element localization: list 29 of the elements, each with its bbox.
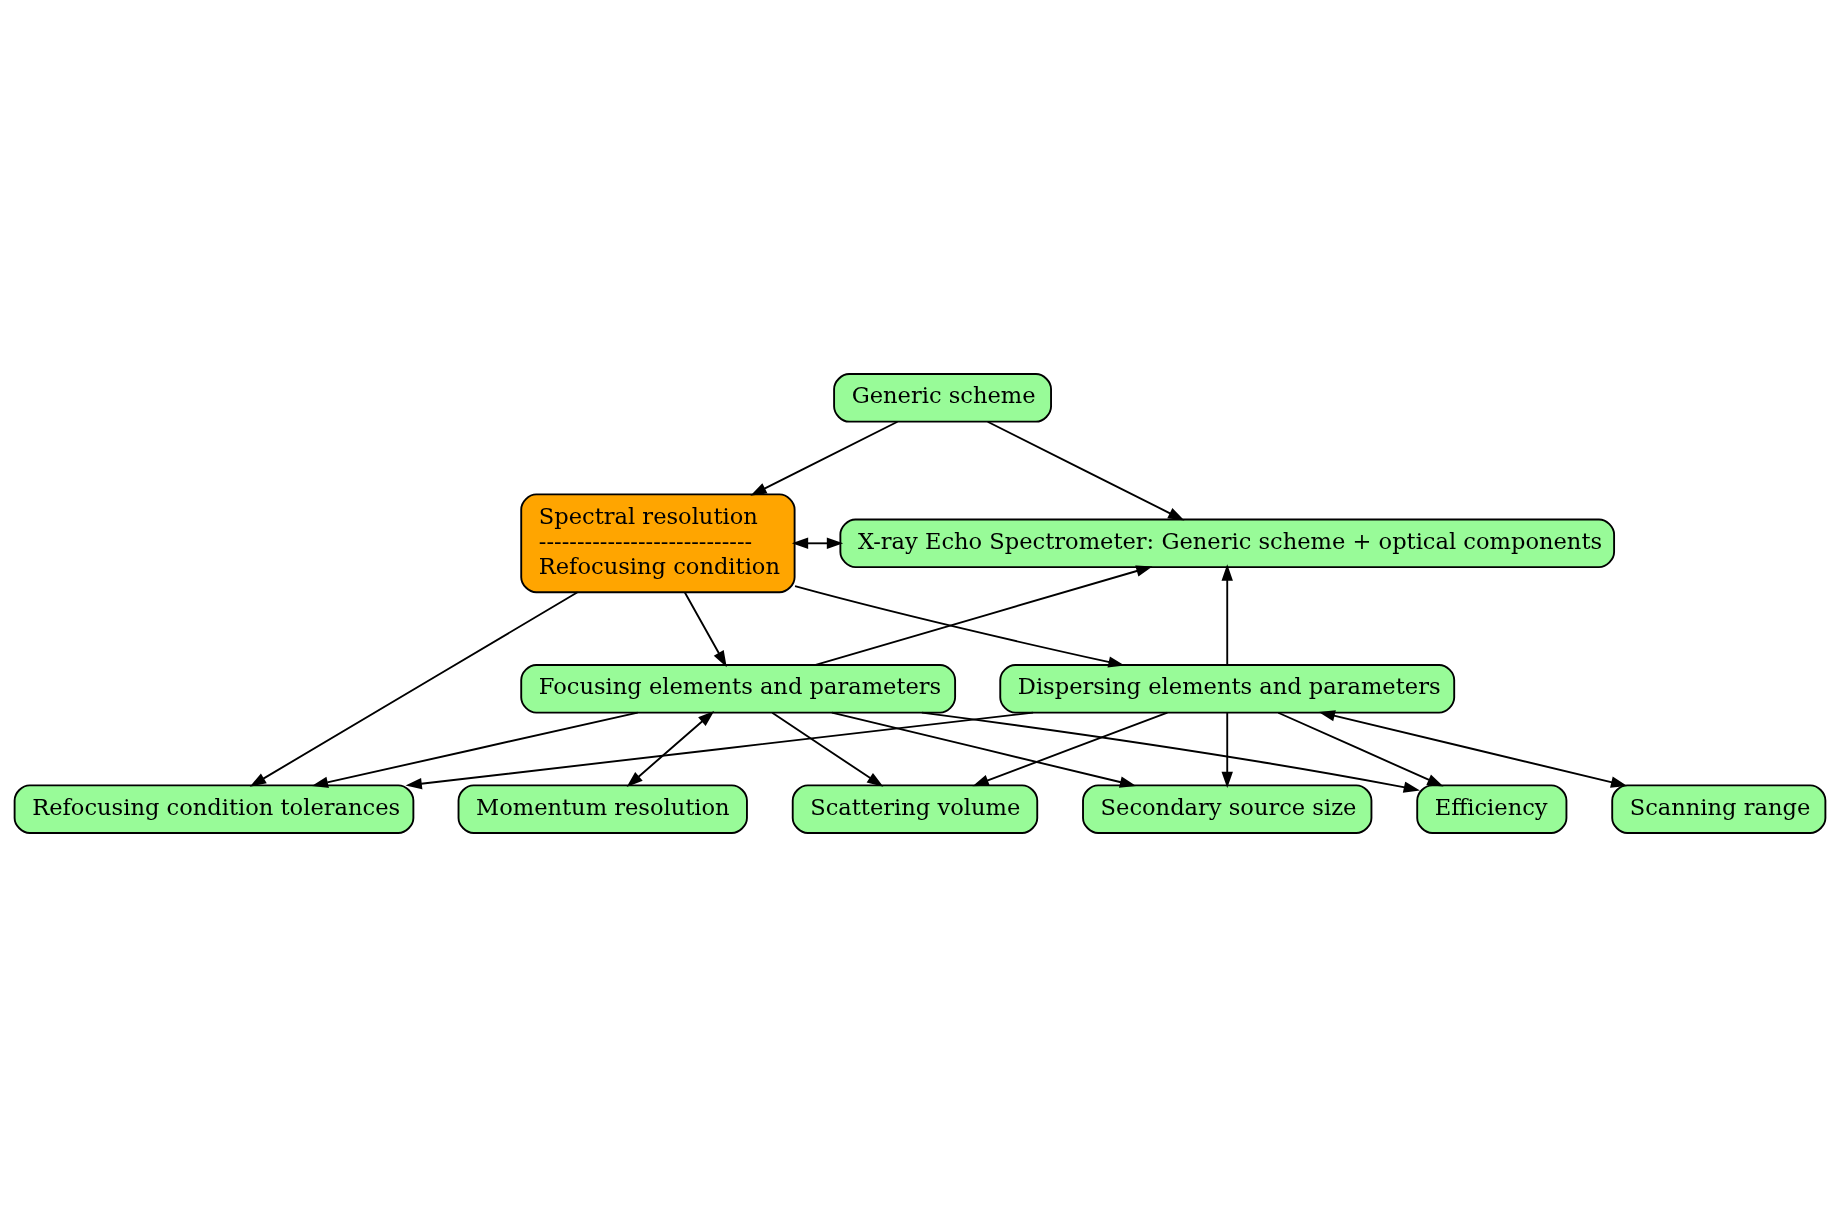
arrow	[626, 710, 715, 787]
arrow	[771, 711, 884, 787]
node-box: Refocusing condition tolerances	[13, 783, 415, 834]
arrow	[311, 711, 639, 788]
arrow	[986, 420, 1185, 521]
node-box: Efficiency	[1416, 783, 1568, 834]
arrow	[405, 711, 1034, 789]
arrow	[683, 591, 727, 667]
node-box: Focusing elements and parameters	[520, 663, 957, 714]
arrow	[1221, 563, 1233, 665]
node-box: Scattering volume	[791, 783, 1039, 834]
arrow	[249, 590, 579, 787]
node-box: X-ray Echo Spectrometer: Generic scheme + optical components	[839, 518, 1616, 568]
node-box: Dispersing elements and parameters	[999, 663, 1456, 714]
arrow	[1221, 711, 1233, 788]
arrow	[920, 711, 1420, 793]
arrow	[830, 711, 1137, 788]
arrow	[791, 537, 844, 549]
arrow	[750, 420, 899, 496]
node-box: Generic scheme	[833, 372, 1052, 423]
arrow	[1277, 711, 1444, 786]
node-box: Momentum resolution	[457, 783, 748, 834]
arrow	[814, 565, 1153, 666]
arrow	[972, 711, 1169, 786]
node-box: Spectral resolution ---------------------------- Refocusing condition	[520, 492, 796, 593]
arrow	[794, 584, 1125, 668]
node-box: Secondary source size	[1082, 783, 1373, 834]
arrow	[1318, 709, 1628, 788]
node-box: Scanning range	[1611, 783, 1827, 834]
